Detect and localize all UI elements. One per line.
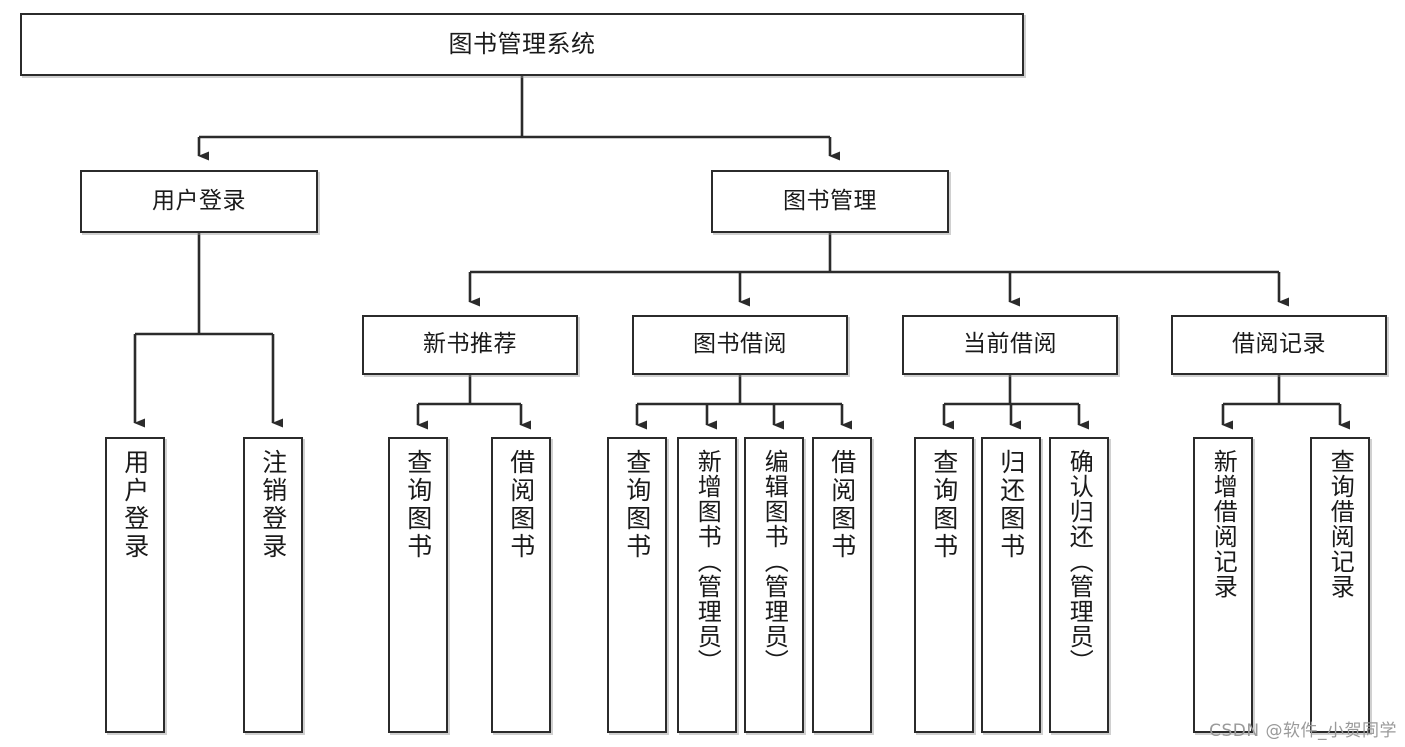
node-label: 用户登录 bbox=[120, 449, 150, 561]
node-leaf-return-book[interactable]: 归还图书 bbox=[981, 437, 1041, 733]
node-label: 图书管理 bbox=[783, 187, 877, 214]
node-label: 确认归还（管理员） bbox=[1065, 449, 1094, 674]
node-label: 查询图书 bbox=[622, 449, 652, 561]
node-label: 新增借阅记录 bbox=[1209, 449, 1238, 599]
node-leaf-add-record[interactable]: 新增借阅记录 bbox=[1193, 437, 1253, 733]
node-leaf-query-book-3[interactable]: 查询图书 bbox=[914, 437, 974, 733]
node-borrow-record[interactable]: 借阅记录 bbox=[1171, 315, 1387, 375]
node-new-book-recommend[interactable]: 新书推荐 bbox=[362, 315, 578, 375]
node-leaf-edit-book[interactable]: 编辑图书（管理员） bbox=[744, 437, 804, 733]
node-leaf-add-book[interactable]: 新增图书（管理员） bbox=[677, 437, 737, 733]
node-label: 新书推荐 bbox=[423, 331, 517, 358]
node-book-manage[interactable]: 图书管理 bbox=[711, 170, 949, 233]
node-leaf-query-book-2[interactable]: 查询图书 bbox=[607, 437, 667, 733]
node-label: 归还图书 bbox=[996, 449, 1026, 561]
node-leaf-query-record[interactable]: 查询借阅记录 bbox=[1310, 437, 1370, 733]
node-label: 注销登录 bbox=[258, 449, 288, 561]
node-label: 借阅记录 bbox=[1232, 331, 1326, 358]
node-label: 新增图书（管理员） bbox=[693, 449, 722, 674]
node-label: 用户登录 bbox=[152, 187, 246, 214]
node-label: 编辑图书（管理员） bbox=[760, 449, 789, 674]
node-leaf-user-login[interactable]: 用户登录 bbox=[105, 437, 165, 733]
node-current-borrow[interactable]: 当前借阅 bbox=[902, 315, 1118, 375]
node-leaf-borrow-book-2[interactable]: 借阅图书 bbox=[812, 437, 872, 733]
node-label: 查询借阅记录 bbox=[1326, 449, 1355, 599]
node-user-login[interactable]: 用户登录 bbox=[80, 170, 318, 233]
watermark-text: CSDN @软件_小贺同学 bbox=[1209, 721, 1397, 741]
node-label: 图书借阅 bbox=[693, 331, 787, 358]
node-label: 借阅图书 bbox=[827, 449, 857, 561]
node-leaf-query-book-1[interactable]: 查询图书 bbox=[388, 437, 448, 733]
node-label: 查询图书 bbox=[403, 449, 433, 561]
node-label: 当前借阅 bbox=[963, 331, 1057, 358]
node-label: 图书管理系统 bbox=[448, 30, 596, 59]
node-label: 查询图书 bbox=[929, 449, 959, 561]
node-root-system[interactable]: 图书管理系统 bbox=[20, 13, 1024, 76]
node-leaf-user-logout[interactable]: 注销登录 bbox=[243, 437, 303, 733]
node-leaf-borrow-book-1[interactable]: 借阅图书 bbox=[491, 437, 551, 733]
node-leaf-confirm-return[interactable]: 确认归还（管理员） bbox=[1049, 437, 1109, 733]
node-label: 借阅图书 bbox=[506, 449, 536, 561]
node-book-borrow[interactable]: 图书借阅 bbox=[632, 315, 848, 375]
